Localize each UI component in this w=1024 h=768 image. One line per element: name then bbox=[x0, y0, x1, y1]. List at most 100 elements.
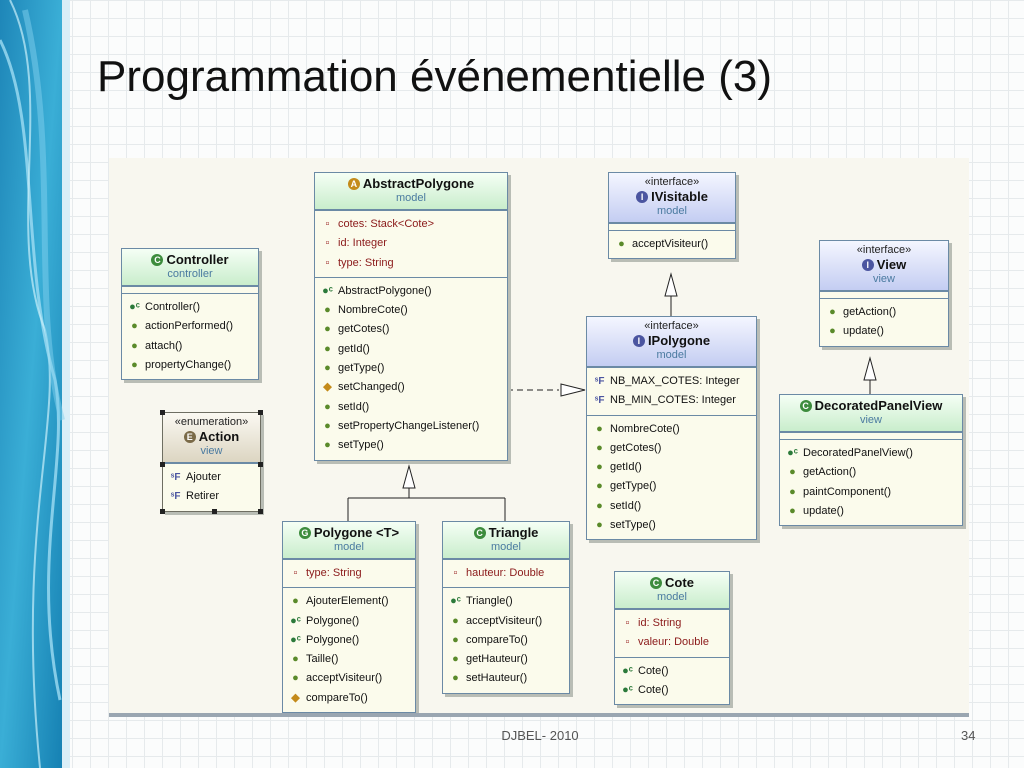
method-row[interactable]: ●getCotes() bbox=[593, 439, 750, 458]
field-row[interactable]: ▫hauteur: Double bbox=[449, 564, 563, 583]
method-row[interactable]: ●getAction() bbox=[786, 463, 956, 482]
selection-handle[interactable] bbox=[160, 508, 165, 514]
field-row[interactable]: ▫id: Integer bbox=[321, 234, 501, 253]
realization-arrow-view bbox=[863, 356, 877, 381]
private-field-icon: ▫ bbox=[325, 237, 330, 250]
field-row[interactable]: ▫cotes: Stack<Cote> bbox=[321, 215, 501, 234]
class-name: DecoratedPanelView bbox=[814, 398, 943, 413]
abstract-class-icon: A bbox=[347, 178, 360, 190]
method-row[interactable]: ●setHauteur() bbox=[449, 669, 563, 688]
public-method-icon: ● bbox=[131, 339, 138, 352]
method-row[interactable]: ●acceptVisiteur() bbox=[449, 612, 563, 631]
method-row[interactable]: ●setPropertyChangeListener() bbox=[321, 417, 501, 436]
selection-handle[interactable] bbox=[160, 410, 165, 415]
field-row[interactable]: ▫type: String bbox=[321, 254, 501, 273]
selection-handle[interactable] bbox=[211, 508, 217, 514]
method-row[interactable]: ●NombreCote() bbox=[593, 420, 750, 439]
method-row[interactable]: ●getId() bbox=[593, 458, 750, 477]
diagram-bottom-scrollbar[interactable] bbox=[109, 713, 969, 717]
method-row[interactable]: ●getType() bbox=[593, 477, 750, 496]
method-row[interactable]: ●getAction() bbox=[826, 303, 942, 322]
public-method-icon: ● bbox=[789, 504, 796, 517]
method-row[interactable]: ●update() bbox=[826, 322, 942, 341]
package-name: model bbox=[657, 591, 687, 603]
stereotype-label: «interface» bbox=[644, 320, 699, 332]
interface-icon: I bbox=[632, 335, 645, 347]
constructor-icon: ●ᶜ bbox=[622, 664, 633, 677]
generalization-arrow-abstract bbox=[402, 464, 416, 489]
class-icon: C bbox=[473, 527, 486, 539]
selection-handle[interactable] bbox=[258, 508, 263, 514]
method-row[interactable]: ●compareTo() bbox=[449, 631, 563, 650]
public-method-icon: ● bbox=[829, 325, 836, 338]
public-method-icon: ● bbox=[324, 342, 331, 355]
package-name: model bbox=[396, 192, 426, 204]
method-row[interactable]: ●getType() bbox=[321, 359, 501, 378]
method-row[interactable]: ●setId() bbox=[593, 497, 750, 516]
slide-footer: DJBEL- 2010 bbox=[501, 728, 579, 743]
method-row[interactable]: ●attach() bbox=[128, 337, 252, 356]
method-row[interactable]: ●update() bbox=[786, 502, 956, 521]
class-name: IVisitable bbox=[651, 189, 708, 204]
method-row[interactable]: ●actionPerformed() bbox=[128, 317, 252, 336]
method-row[interactable]: ●acceptVisiteur() bbox=[289, 669, 409, 688]
public-method-icon: ● bbox=[324, 362, 331, 375]
public-method-icon: ● bbox=[596, 441, 603, 454]
private-field-icon: ▫ bbox=[325, 256, 330, 269]
method-row[interactable]: ●propertyChange() bbox=[128, 356, 252, 375]
empty-field-section bbox=[609, 223, 735, 230]
constructor-icon: ●ᶜ bbox=[322, 284, 333, 297]
constructor-icon: ●ᶜ bbox=[622, 683, 633, 696]
private-field-icon: ▫ bbox=[625, 636, 630, 649]
method-row[interactable]: ◆setChanged() bbox=[321, 378, 501, 397]
class-name: Triangle bbox=[488, 525, 539, 540]
slide-page-number: 34 bbox=[961, 728, 976, 743]
method-row[interactable]: ●acceptVisiteur() bbox=[615, 235, 729, 254]
selection-handle[interactable] bbox=[258, 410, 263, 415]
selection-handle[interactable] bbox=[258, 461, 263, 467]
method-row[interactable]: ●getHauteur() bbox=[449, 650, 563, 669]
method-row[interactable]: ●getId() bbox=[321, 340, 501, 359]
method-row[interactable]: ●setId() bbox=[321, 398, 501, 417]
public-method-icon: ● bbox=[829, 306, 836, 318]
method-row[interactable]: ●NombreCote() bbox=[321, 301, 501, 320]
method-row[interactable]: ●Taille() bbox=[289, 650, 409, 669]
class-icon: C bbox=[650, 577, 663, 589]
public-method-icon: ● bbox=[452, 633, 459, 646]
package-name: view bbox=[859, 414, 882, 426]
method-row[interactable]: ●setType() bbox=[321, 436, 501, 455]
field-row[interactable]: ▫id: String bbox=[621, 614, 723, 633]
static-final-icon: ˢF bbox=[170, 491, 181, 503]
field-row[interactable]: ▫valeur: Double bbox=[621, 633, 723, 652]
selection-handle[interactable] bbox=[160, 461, 165, 467]
public-method-icon: ● bbox=[131, 320, 138, 333]
method-row[interactable]: ◆compareTo() bbox=[289, 689, 409, 708]
method-row[interactable]: ●getCotes() bbox=[321, 320, 501, 339]
field-row[interactable]: ▫type: String bbox=[289, 564, 409, 583]
method-row[interactable]: ●AjouterElement() bbox=[289, 592, 409, 611]
method-row[interactable]: ●paintComponent() bbox=[786, 483, 956, 502]
method-row[interactable]: ●setType() bbox=[593, 516, 750, 535]
